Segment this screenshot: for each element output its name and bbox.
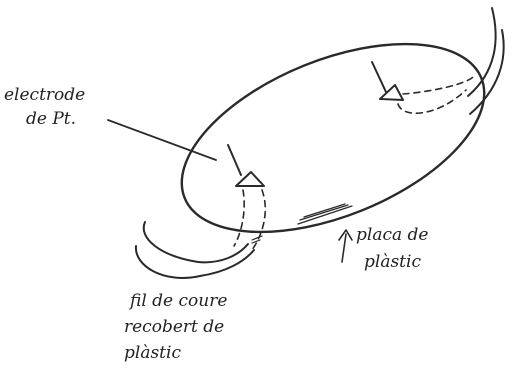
- wire-label-line3: plàstic: [124, 343, 181, 363]
- copper-wire-right: [468, 8, 504, 114]
- plate-pointer-line: [342, 234, 346, 262]
- electrode-label-line2: de Pt.: [26, 109, 76, 129]
- wire-label-line1: fil de coure: [128, 291, 227, 311]
- plastic-plate: [155, 6, 510, 271]
- plate-label-line2: plàstic: [364, 252, 421, 272]
- plate-label-line1: placa de: [356, 225, 428, 245]
- hidden-wire-dashes: [234, 76, 474, 250]
- electrode-left: [228, 145, 264, 186]
- electrode-label-line1: electrode: [4, 85, 85, 105]
- wire-label-line2: recobert de: [124, 317, 224, 337]
- electrode-right: [372, 62, 403, 100]
